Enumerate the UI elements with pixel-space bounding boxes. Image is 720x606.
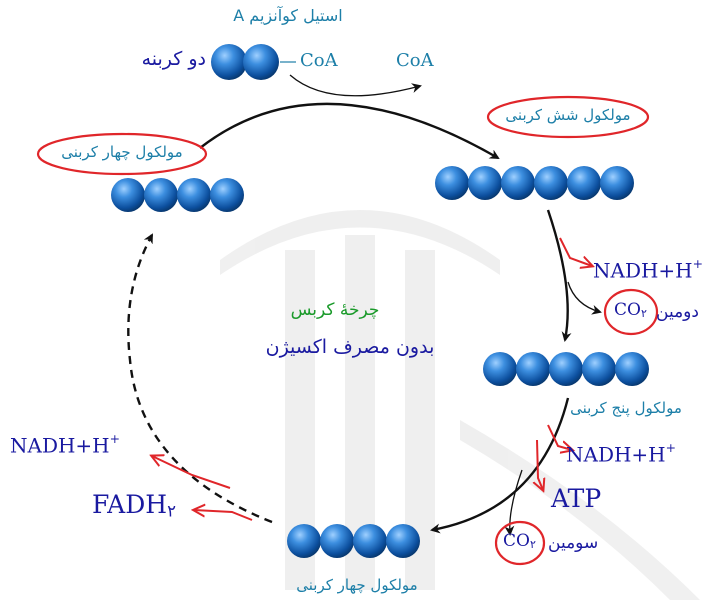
- fadh-label: FADH۲: [92, 490, 176, 521]
- five-carbon-label: مولکول پنج کربنی: [570, 399, 682, 417]
- co2-2-formula: CO۲: [503, 531, 536, 552]
- ellipse-four-carbon-top: [36, 132, 208, 176]
- arrow-top-arc: [199, 102, 500, 160]
- arrow-six-to-five: [546, 209, 572, 342]
- nadh-arrow-1: [559, 237, 592, 266]
- molecule-six-carbon: [435, 166, 634, 200]
- arrow-acetyl-entry: [289, 74, 422, 97]
- fadh-arrow: [194, 510, 253, 521]
- coa-right-label: CoA: [396, 50, 434, 71]
- ellipse-co2-2: [494, 520, 546, 566]
- arrow-five-to-four: [430, 397, 570, 534]
- two-carbon-label: دو کربنه: [141, 48, 206, 70]
- four-carbon-top-label: مولکول چهار کربنی: [61, 143, 183, 161]
- molecule-five-carbon: [483, 352, 649, 386]
- arrow-dashed-return: [127, 233, 273, 524]
- nadh-1-label: NADH+H+: [593, 256, 704, 283]
- krebs-cycle-name: چرخهٔ کربس: [290, 300, 380, 320]
- no-oxygen-label: بدون مصرف اکسیژن: [265, 336, 435, 358]
- molecule-four-carbon-top: [111, 178, 244, 212]
- co2-2-ordinal: سومین: [548, 533, 599, 553]
- six-carbon-label: مولکول شش کربنی: [505, 106, 631, 124]
- atp-arrow: [537, 439, 543, 490]
- acetyl-coa-title: استیل کوآنزیم A: [233, 6, 343, 25]
- molecule-four-carbon-bottom: [287, 524, 420, 558]
- co2-branch-arrow-1: [567, 281, 602, 315]
- ellipse-co2-1: [603, 288, 659, 336]
- molecule-two-carbon: [211, 44, 279, 80]
- atp-label: ATP: [551, 484, 602, 513]
- co2-branch-arrow-2: [504, 469, 523, 536]
- ellipse-six-carbon: [486, 95, 650, 139]
- nadh-arrow-2: [547, 424, 572, 450]
- co2-1-formula: CO۲: [614, 300, 647, 321]
- nadh-2-label: NADH+H+: [566, 440, 677, 467]
- co2-1-ordinal: دومین: [656, 302, 699, 322]
- coa-left-label: CoA: [300, 50, 338, 71]
- nadh-arrow-3: [152, 456, 231, 489]
- four-carbon-bottom-label: مولکول چهار کربنی: [296, 576, 418, 594]
- nadh-3-label: NADH+H+: [10, 431, 121, 458]
